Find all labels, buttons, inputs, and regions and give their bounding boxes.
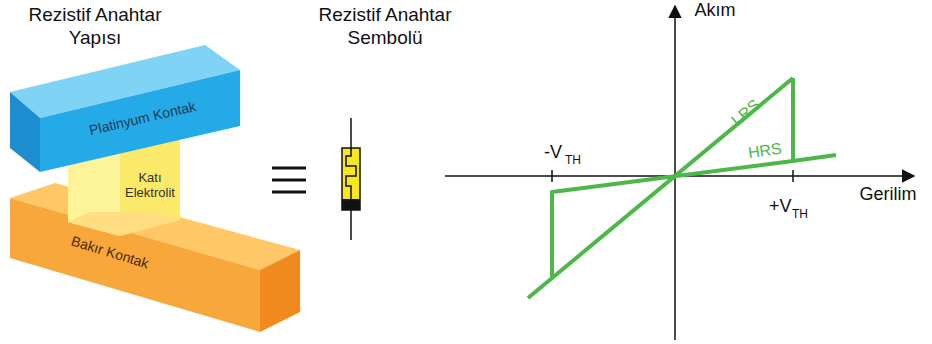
block-label: Bakır Kontak: [69, 233, 150, 272]
platinum-contact: [10, 45, 240, 172]
block-label: Katı Elektrolit: [119, 171, 181, 201]
contact-block: Bakır Kontak: [65, 230, 155, 275]
equivalence-sign: [272, 168, 306, 192]
structure-title: Rezistif Anahtar Yapısı: [5, 4, 185, 50]
contact-block: Platinyum Kontak: [83, 95, 201, 142]
threshold-subscript: TH: [565, 153, 581, 167]
iv-curve: [528, 78, 836, 298]
state-label: LRS: [728, 95, 764, 130]
state-label: HRS: [747, 139, 783, 163]
axis-label: Gerilim: [860, 184, 917, 206]
block-label: Platinyum Kontak: [87, 98, 197, 138]
threshold-label: +V: [769, 196, 792, 218]
threshold-label: -V: [544, 142, 562, 164]
resistive-switch-symbol: [342, 118, 360, 240]
threshold-subscript: TH: [792, 207, 808, 221]
axis-label: Akım: [694, 0, 735, 22]
symbol-title: Rezistif Anahtar Sembolü: [295, 4, 475, 50]
contact-block: Katı Elektrolit: [115, 168, 185, 204]
axes: [445, 6, 914, 340]
